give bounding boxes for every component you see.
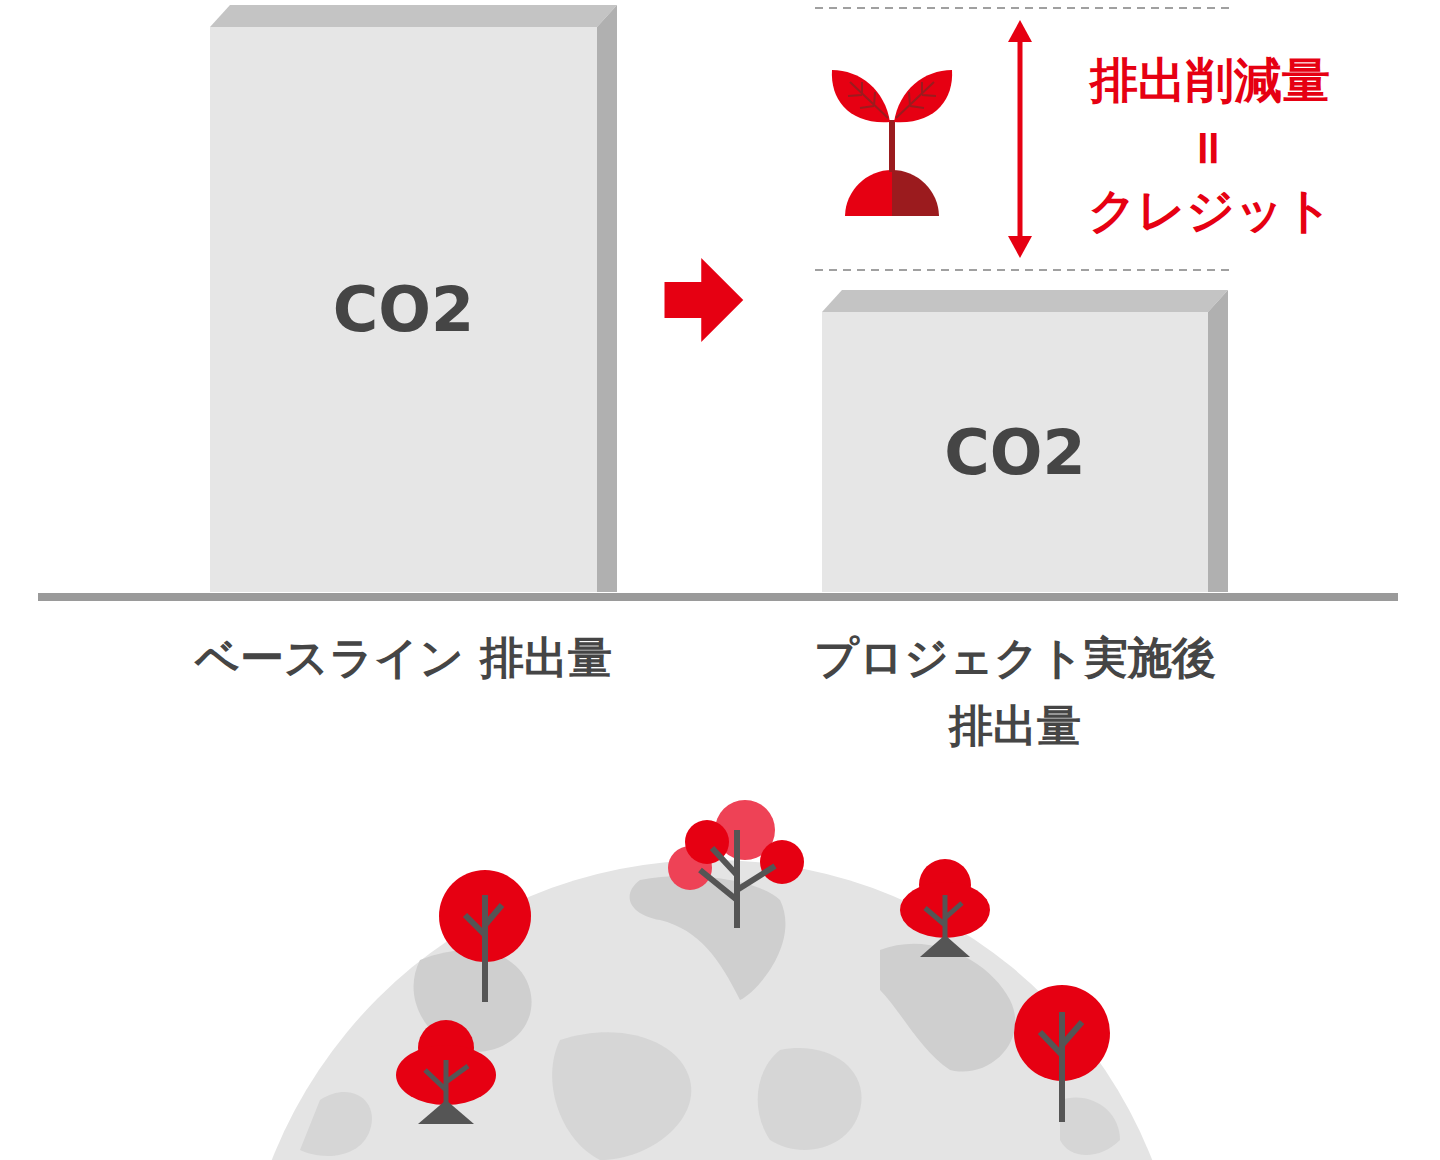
tree (1014, 985, 1110, 1122)
bar-caption: ベースライン 排出量 (194, 624, 614, 692)
reduction-label: 排出削減量 (1090, 56, 1330, 104)
gas-label: CO2 (944, 416, 1085, 489)
bar-side (597, 5, 617, 592)
guide-line (815, 269, 1230, 271)
tree (668, 800, 804, 928)
bar-side (1208, 290, 1228, 592)
emission-bar: CO2プロジェクト実施後 排出量 (822, 312, 1208, 592)
emission-bar: CO2ベースライン 排出量 (210, 27, 597, 592)
reduction-label: = (1186, 128, 1234, 168)
sprout-icon (832, 70, 952, 216)
tree (396, 1020, 496, 1124)
baseline-axis (38, 593, 1398, 601)
bar-caption: プロジェクト実施後 排出量 (765, 624, 1265, 760)
difference-arrow (1008, 20, 1032, 258)
gas-label: CO2 (333, 273, 474, 346)
tree (900, 859, 990, 957)
globe (239, 860, 1185, 1160)
tree (439, 870, 531, 1002)
block-arrow (665, 258, 744, 342)
guide-line (815, 7, 1230, 9)
bar-top (210, 5, 617, 27)
bar-top (822, 290, 1228, 312)
reduction-label: クレジット (1088, 186, 1333, 234)
